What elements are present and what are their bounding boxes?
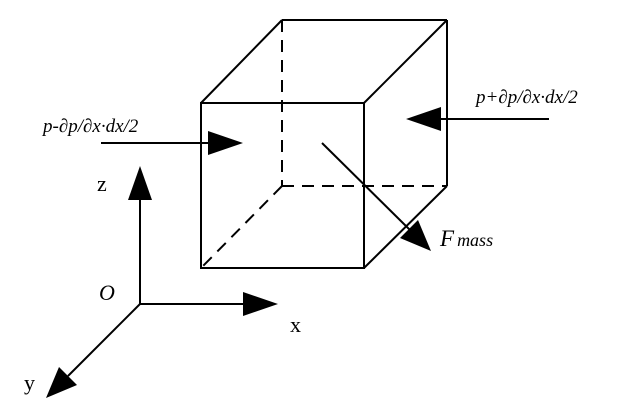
x-axis-label: x [290,312,301,337]
x-axis-arrowhead [243,292,278,316]
cube-top-right-edge [363,19,448,104]
left-pressure-arrowhead [208,131,243,155]
cube-top-left-edge [200,19,283,104]
z-axis-label: z [97,171,107,196]
y-axis-label: y [24,370,35,395]
mass-force-symbol: F [439,226,455,251]
cube-visible-edges [200,19,448,269]
mass-force-arrowhead [400,220,431,251]
cube-bottom-right-edge [363,185,448,269]
z-axis-arrowhead [128,166,152,200]
right-pressure-arrow [406,107,549,131]
mass-force-arrow-shaft [321,142,411,231]
mass-force-arrow [321,142,431,251]
mass-force-subscript: mass [457,230,493,250]
coordinate-axes [46,166,278,398]
left-pressure-arrow [101,131,243,155]
right-pressure-arrowhead [406,107,441,131]
origin-label: O [99,280,115,305]
right-pressure-label: p+∂p/∂x·dx/2 [474,87,578,108]
y-axis-arrowhead [46,367,77,398]
y-axis-line [67,303,141,377]
left-pressure-label: p-∂p/∂x·dx/2 [41,116,139,137]
cube-hidden-edge-diagonal [200,185,283,269]
